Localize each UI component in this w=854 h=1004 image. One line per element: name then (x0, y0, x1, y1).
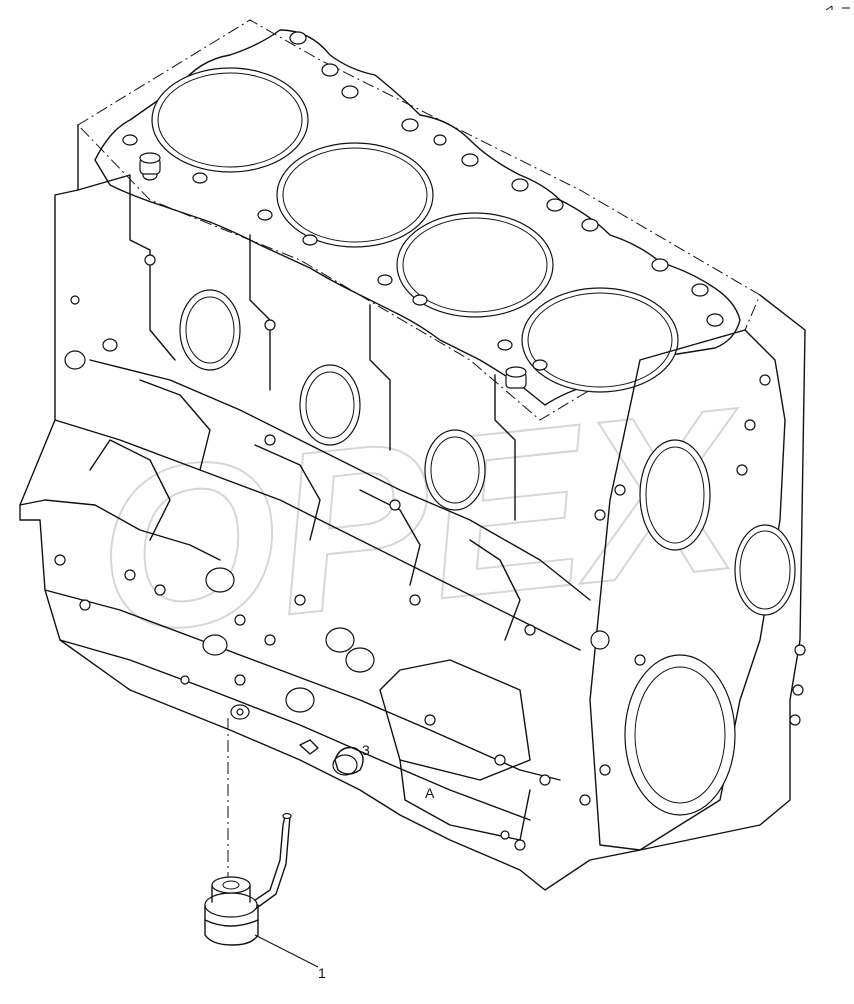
callout-1-label: 1 (318, 965, 326, 981)
deck-holes (122, 31, 724, 371)
fastener-holes (54, 254, 551, 851)
rear-end-plate (589, 329, 786, 851)
sensor-mount-boss (230, 704, 364, 775)
head-gasket (94, 29, 741, 406)
dowel-pins (139, 152, 527, 389)
part-1-sensor: 1 (204, 718, 326, 981)
cylinder-bore-3 (396, 212, 554, 318)
cylinder-bore-1 (151, 67, 309, 173)
sensor-lead-wire (247, 815, 286, 906)
cast-digit-marking: 3 (362, 742, 370, 758)
callout-1-leader (254, 934, 319, 968)
cylinder-bore-2 (276, 142, 434, 248)
cylinder-bore-4 (521, 287, 679, 393)
side-wall-details (19, 174, 591, 841)
top-deck-outline (77, 19, 761, 421)
sensor-body (204, 904, 259, 946)
cylinder-bores (151, 67, 679, 393)
end-plate-bore-lower (734, 524, 796, 616)
embossed-letter-marking: A (425, 785, 435, 801)
end-plate-holes (579, 374, 806, 806)
side-bores (64, 289, 486, 776)
crankshaft-bore (624, 654, 736, 816)
end-plate-bore-upper (639, 439, 711, 551)
corner-arrow-icon (825, 5, 850, 11)
engine-block: 3 A (19, 19, 806, 891)
